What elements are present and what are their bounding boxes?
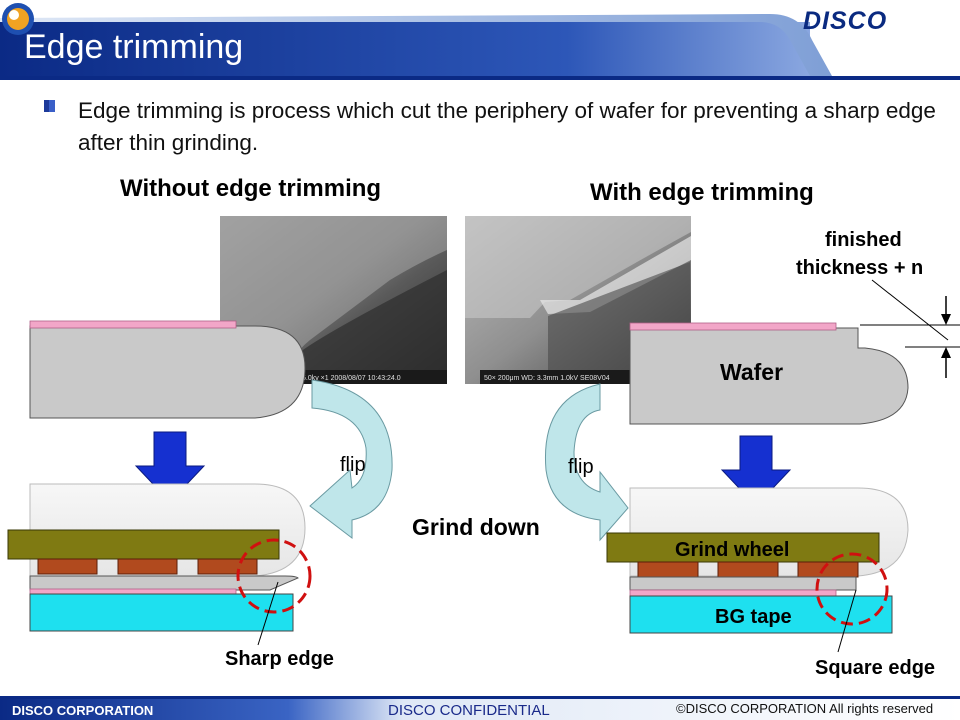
flip-left-label: flip <box>340 454 366 476</box>
slide-header: Edge trimming DISCO <box>0 0 960 80</box>
disco-logo-text: DISCO <box>803 7 888 35</box>
footer-company: DISCO CORPORATION <box>12 703 154 718</box>
sharp-edge-circle <box>236 538 312 614</box>
right-grinding-stack: Grind wheel BG tape Square edge <box>606 487 935 679</box>
finished-label-line2: thickness + n <box>796 257 923 279</box>
right-heading: With edge trimming <box>590 179 814 206</box>
edge-trimming-diagram: Without edge trimming With edge trimming… <box>7 175 960 679</box>
left-heading: Without edge trimming <box>120 175 381 202</box>
flip-right-label: flip <box>568 456 594 478</box>
slide-footer <box>0 696 960 720</box>
bullet-square-icon <box>44 100 55 112</box>
footer-confidential: DISCO CONFIDENTIAL <box>388 702 550 719</box>
footer-copyright: ©DISCO CORPORATION All rights reserved <box>676 701 934 716</box>
finished-thickness-annotation: finished thickness + n <box>796 229 960 378</box>
bullet-text: Edge trimming is process which cut the p… <box>78 98 936 155</box>
sem-right-caption: 50× 200μm WD: 3.3mm 1.0kV SE08V04 <box>484 375 610 382</box>
wafer-label: Wafer <box>720 359 783 385</box>
square-edge-label: Square edge <box>815 657 935 679</box>
left-grinding-stack: Sharp edge <box>7 483 334 670</box>
header-banner <box>0 14 960 80</box>
grind-wheel-label: Grind wheel <box>675 539 789 561</box>
page-title: Edge trimming <box>24 28 244 66</box>
sem-image-left: 5.0kv ×1 2008/08/07 10:43:24.0 <box>220 216 447 384</box>
bg-tape-label: BG tape <box>715 606 792 628</box>
footer-banner <box>0 696 960 720</box>
finished-label-line1: finished <box>825 229 902 251</box>
right-wafer-trimmed: Wafer <box>629 322 909 425</box>
square-edge-circle <box>815 552 889 626</box>
right-flip-arrow <box>544 383 629 542</box>
left-wafer-before <box>29 320 306 419</box>
sharp-edge-label: Sharp edge <box>225 648 334 670</box>
sem-left-caption: 5.0kv ×1 2008/08/07 10:43:24.0 <box>302 375 401 382</box>
disco-logo-icon <box>2 3 34 35</box>
left-flip-arrow <box>309 379 393 540</box>
grind-down-label: Grind down <box>412 514 540 540</box>
